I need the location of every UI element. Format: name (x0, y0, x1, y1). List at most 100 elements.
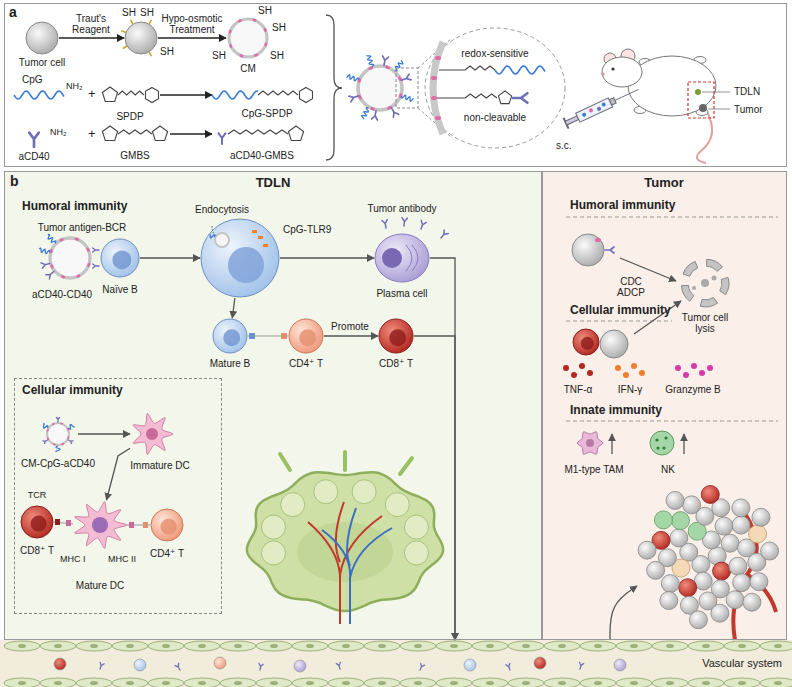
node-shape-part (720, 277, 729, 294)
node-shape (124, 21, 158, 55)
blood-vessel-part (214, 657, 226, 669)
node-label: GMBS (120, 150, 149, 161)
cpg-strand: CpGNH₂ (14, 88, 64, 102)
tumor-illustration-part (691, 363, 697, 369)
tdln-illustration-part (86, 247, 90, 252)
blood-vessel-part (342, 644, 350, 648)
blood-vessel-part (506, 663, 512, 670)
tumor-illustration-part (721, 534, 739, 552)
node-shape-part (289, 319, 323, 353)
tumor-illustration-part (573, 329, 599, 355)
blood-vessel-part (328, 678, 364, 687)
node-label: CpG (22, 74, 43, 85)
node-shape-part (300, 88, 313, 103)
node-shape-part (201, 219, 279, 297)
lymph-node-part (400, 458, 412, 474)
blood-vessel-part (76, 678, 112, 687)
tumor-illustration-part (611, 434, 612, 454)
panel-background-part (542, 171, 787, 640)
node-shape-part (118, 91, 144, 95)
node-shape-part (210, 234, 214, 238)
node-label: Plasma cell (376, 288, 427, 299)
blood-vessel-part (18, 644, 26, 648)
syringe-part (601, 102, 606, 107)
node-shape-part (229, 44, 233, 49)
mouse-drawing-part (708, 109, 730, 110)
arrow-connector (140, 257, 200, 258)
node-label: SPDP (116, 111, 143, 122)
panel-a-illustration-part (385, 65, 391, 70)
node-label: Tumor antibody (367, 203, 436, 214)
blood-vessel-part (134, 659, 146, 671)
panel-a-illustration-part (362, 108, 369, 119)
tumor-illustration-part (660, 592, 678, 610)
node-shape-part (56, 446, 60, 452)
blood-vessel-part (414, 644, 422, 648)
node-shape-part (228, 247, 264, 283)
tumor-illustration-part (654, 511, 672, 529)
blood-vessel-part (98, 662, 104, 669)
node-shape-part (101, 239, 139, 277)
panel-background-part (0, 640, 792, 687)
blood-vessel-part (594, 644, 602, 648)
node-shape-part (700, 297, 717, 306)
panel-a-illustration-part (396, 68, 418, 108)
node-shape-part (212, 226, 217, 236)
node-shape-part (425, 28, 565, 148)
node-label: NH₂ (50, 128, 67, 138)
blood-vessel-part (54, 644, 62, 648)
tumor-illustration-part (743, 593, 761, 611)
tdln-illustration-part (50, 264, 54, 269)
blood-vessel-part (738, 644, 746, 648)
dendritic-cell: Mature DCMHC IMHC II (72, 500, 128, 550)
blood-vessel-part (258, 663, 263, 670)
tumor-illustration-part (711, 604, 729, 622)
annotation-label: Granzyme B (665, 384, 721, 395)
node-shape-part (252, 18, 257, 22)
blood-vessel-part (666, 644, 674, 648)
node-shape-part (43, 439, 48, 444)
blood-vessel-part (534, 657, 546, 669)
node-shape (226, 16, 270, 60)
tumor-illustration-part (683, 496, 701, 514)
node-shape-part (125, 22, 157, 54)
node-shape (212, 86, 322, 104)
node-label: SH (122, 7, 136, 18)
node-shape-part (52, 443, 56, 446)
lymph-node (247, 452, 443, 624)
blood-vessel-part (558, 681, 566, 685)
panel-a-illustration-part (326, 15, 342, 160)
cell-membrane-vesicle: SHSHSHSHCM (226, 16, 270, 60)
node-shape-part (46, 428, 49, 432)
node-label: Tumor (734, 104, 763, 115)
tdln-illustration-part (76, 274, 81, 278)
node-shape-part (121, 31, 126, 33)
tumor-illustration-part (664, 436, 667, 439)
node-shape-part (299, 329, 316, 346)
arrow-connector (324, 335, 378, 336)
node-label: SH (270, 50, 284, 61)
arrow-connector (232, 298, 235, 318)
blood-vessel-part (724, 641, 760, 651)
tdln-illustration-part (39, 248, 49, 253)
tumor-illustration-part (566, 421, 778, 422)
node-shape-part (389, 329, 406, 346)
annotation-label: Humoral immunity (22, 200, 127, 213)
tdln-illustration-part (74, 237, 79, 241)
node-label: MHC I (60, 555, 86, 565)
node-shape-part (21, 506, 53, 538)
node-shape-part (682, 285, 694, 301)
mouse-drawing (563, 49, 730, 163)
activated-b-cell: EndocytosisCpG-TLR9 (200, 218, 280, 298)
node-shape (425, 28, 565, 148)
blood-vessel-part (558, 644, 566, 648)
tumor-illustration-part (662, 446, 665, 449)
blood-vessel-part (688, 641, 724, 651)
annotation-label: IFN-γ (618, 384, 642, 395)
thiolated-cell: SHSHSH (124, 21, 158, 55)
blood-vessel-part (508, 678, 544, 687)
lymph-node-part (352, 480, 376, 504)
tumor-illustration-part (683, 434, 684, 454)
node-shape-part (712, 276, 717, 281)
tdln-illustration-part (48, 235, 56, 244)
